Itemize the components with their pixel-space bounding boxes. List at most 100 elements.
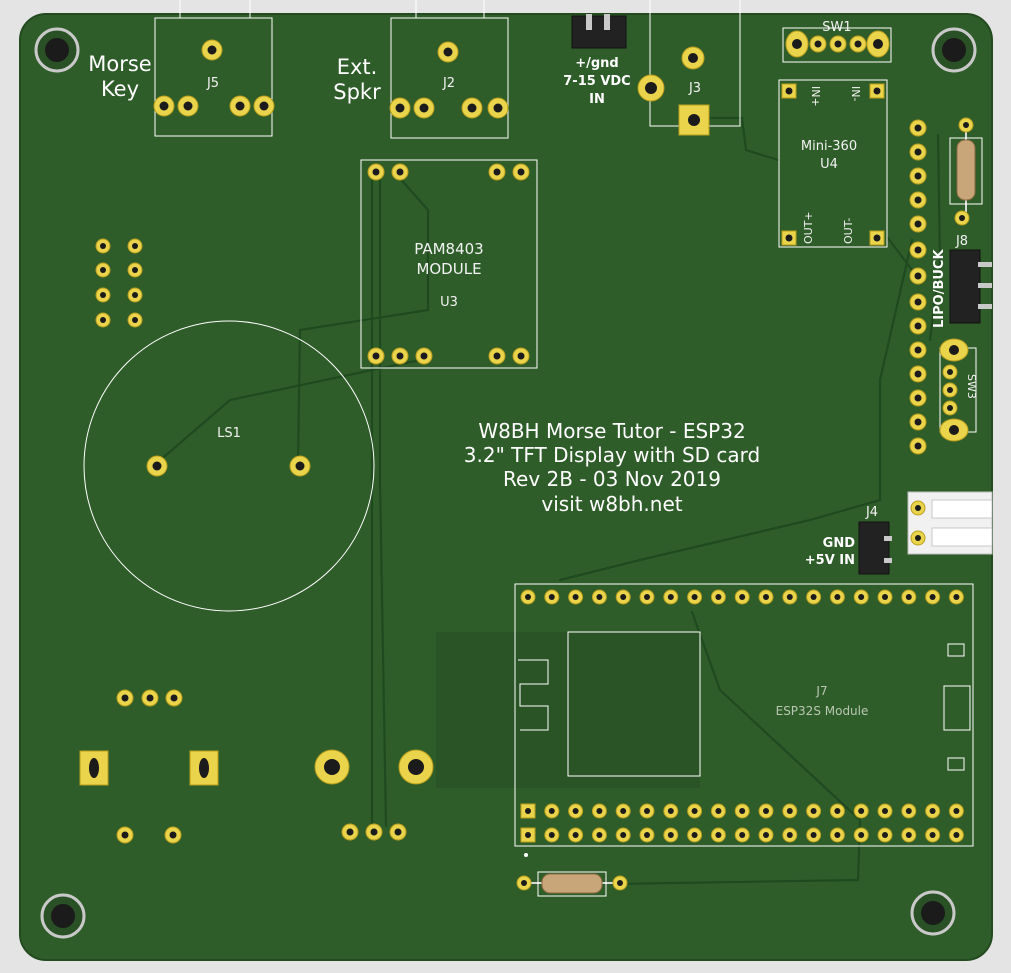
silkscreen-text: Morse Key J5 Ext. Spkr J2 +/gnd 7-15 VDC… xyxy=(88,20,978,718)
switch-sw3 xyxy=(939,338,977,442)
switch-sw1 xyxy=(782,27,892,63)
esp32-pin-hole xyxy=(596,594,603,600)
label-out-minus: OUT- xyxy=(842,218,855,244)
esp32-pin-hole xyxy=(929,808,936,814)
esp32-pin-hole xyxy=(691,832,698,838)
resistor-bottom xyxy=(516,853,628,897)
label-esp32s-module: ESP32S Module xyxy=(776,704,869,718)
module-u4-mini360 xyxy=(778,79,888,248)
esp32-pin-hole xyxy=(596,832,603,838)
title-line-4: visit w8bh.net xyxy=(541,492,682,516)
speaker-ls1 xyxy=(83,320,375,612)
label-power-line1: +/gnd xyxy=(575,56,619,71)
ref-ls1: LS1 xyxy=(217,426,241,441)
label-in-plus: IN+ xyxy=(809,86,822,107)
esp32-pin-hole xyxy=(858,832,865,838)
label-lipo-buck: LIPO/BUCK xyxy=(932,249,947,328)
ref-j3: J3 xyxy=(688,81,701,96)
ref-j2: J2 xyxy=(442,76,455,91)
esp32-pin-hole xyxy=(739,594,746,600)
esp32-pin-hole xyxy=(644,808,650,814)
label-in-minus: IN- xyxy=(849,86,862,101)
mounting-holes xyxy=(34,27,977,939)
label-morse-line1: Morse xyxy=(88,52,151,76)
ref-j8: J8 xyxy=(955,234,968,249)
title-line-1: W8BH Morse Tutor - ESP32 xyxy=(478,419,745,443)
esp32-pin-hole xyxy=(786,808,793,814)
esp32-pin-hole xyxy=(715,594,722,600)
esp32-pin-hole xyxy=(548,594,555,600)
esp32-pin-hole xyxy=(763,594,769,600)
esp32-pin-hole xyxy=(620,808,627,814)
esp32-pin-hole xyxy=(572,832,579,838)
esp32-pin-hole xyxy=(763,808,769,814)
esp32-pin-hole xyxy=(691,594,698,600)
label-out-plus: OUT+ xyxy=(802,211,815,244)
label-ext-line1: Ext. xyxy=(337,55,378,79)
esp32-pin-hole xyxy=(834,832,841,838)
esp32-pin-hole xyxy=(929,594,936,600)
label-pam-module: MODULE xyxy=(416,260,481,278)
resistor-top-right xyxy=(949,117,983,226)
esp32-pin-hole xyxy=(620,832,627,838)
ref-sw1: SW1 xyxy=(822,20,851,35)
esp32-pin-hole xyxy=(667,808,674,814)
label-gnd: GND xyxy=(823,536,856,551)
esp32-pin-hole xyxy=(953,808,960,814)
esp32-pin-hole xyxy=(953,832,960,838)
esp32-pin-hole xyxy=(905,808,912,814)
esp32-pin-hole xyxy=(667,832,674,838)
esp32-pin-hole xyxy=(810,832,817,838)
module-u3-pam8403 xyxy=(360,159,538,369)
header-2x4-left xyxy=(95,238,143,328)
connector-j8 xyxy=(949,249,992,324)
power-header xyxy=(571,14,627,49)
esp32-pin-hole xyxy=(620,594,627,600)
esp32-pin-hole xyxy=(834,594,841,600)
esp32-pin-hole xyxy=(644,832,650,838)
ref-j4: J4 xyxy=(865,505,878,520)
esp32-pin-hole xyxy=(644,594,650,600)
ref-j7: J7 xyxy=(815,684,827,698)
esp32-pin-hole xyxy=(715,832,722,838)
esp32-pin-hole xyxy=(882,808,888,814)
ref-u3: U3 xyxy=(440,295,458,310)
title-line-3: Rev 2B - 03 Nov 2019 xyxy=(503,467,721,491)
esp32-pin-hole xyxy=(834,808,841,814)
pcb-board xyxy=(19,13,993,961)
label-power-line2: 7-15 VDC xyxy=(563,74,630,89)
connector-j3 xyxy=(637,0,741,136)
esp32-pin-hole xyxy=(525,832,531,838)
esp32-pin-hole xyxy=(691,808,698,814)
ref-u4: U4 xyxy=(820,157,838,172)
module-j7-esp32 xyxy=(436,583,974,847)
esp32-pin-hole xyxy=(763,832,769,838)
bottom-left-components xyxy=(79,689,434,844)
esp32-pin-hole xyxy=(525,808,531,814)
esp32-pin-hole xyxy=(739,832,746,838)
esp32-pin-hole xyxy=(858,808,865,814)
connector-jst-white xyxy=(907,491,993,555)
connector-j4 xyxy=(858,521,892,575)
esp32-pin-hole xyxy=(905,832,912,838)
esp32-pin-hole xyxy=(905,594,912,600)
ref-j5: J5 xyxy=(206,76,219,91)
esp32-pin-hole xyxy=(739,808,746,814)
esp32-pin-hole xyxy=(810,594,817,600)
esp32-pin-hole xyxy=(953,594,960,600)
esp32-pin-hole xyxy=(596,808,603,814)
ref-sw3: SW3 xyxy=(965,374,978,399)
esp32-pin-hole xyxy=(548,808,555,814)
esp32-pin-hole xyxy=(548,832,555,838)
esp32-pin-hole xyxy=(786,594,793,600)
esp32-pin-hole xyxy=(525,594,531,600)
label-morse-line2: Key xyxy=(101,77,139,101)
label-pam8403: PAM8403 xyxy=(414,240,483,258)
esp32-pin-hole xyxy=(667,594,674,600)
connector-j5 xyxy=(153,0,275,137)
esp32-pin-hole xyxy=(858,594,865,600)
esp32-pin-hole xyxy=(882,832,888,838)
label-ext-line2: Spkr xyxy=(333,80,381,104)
